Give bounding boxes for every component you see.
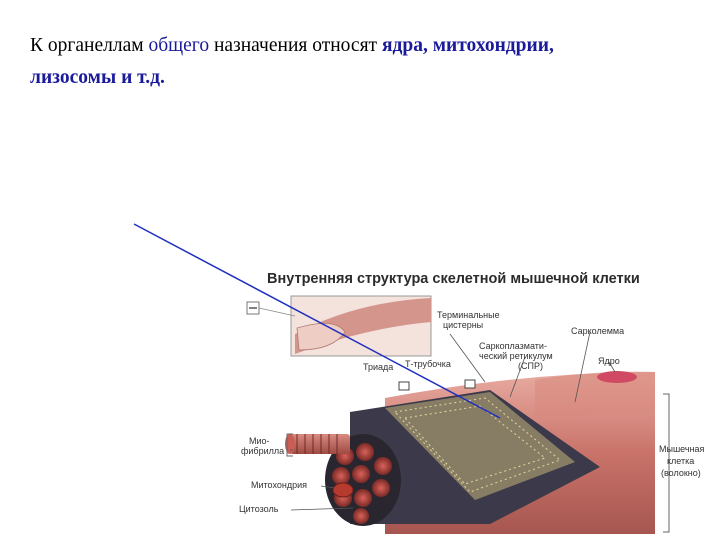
label-spr-3: (СПР) [518, 361, 543, 371]
inset-detail [246, 295, 432, 357]
label-triad: Триада [363, 362, 394, 372]
label-cytosol: Цитозоль [239, 504, 279, 514]
muscle-fiber [285, 331, 670, 534]
text-part-1: К органеллам [30, 35, 149, 56]
mitochondrion-shape [332, 482, 354, 498]
highlight-organelles-1: ядра, митохондрии, [381, 35, 554, 56]
label-t-tubule: Т-трубочка [405, 359, 451, 369]
label-muscle-cell-3: (волокно) [661, 468, 701, 478]
label-muscle-cell-2: клетка [667, 456, 695, 466]
pointer-line [133, 223, 501, 419]
nucleus-shape [597, 371, 637, 383]
text-part-2: назначения относят [209, 35, 382, 56]
label-spr-2: ческий ретикулум [479, 351, 553, 361]
label-nucleus: Ядро [598, 356, 620, 366]
figure-title: Внутренняя структура скелетной мышечной … [267, 271, 640, 287]
label-mitochondria: Митохондрия [251, 480, 307, 490]
slide-text: К органеллам общего назначения относят я… [30, 30, 700, 94]
muscle-cell-figure: Внутренняя структура скелетной мышечной … [235, 262, 720, 540]
label-myofibril-2: фибрилла [241, 446, 285, 456]
label-muscle-cell-1: Мышечная [659, 444, 705, 454]
highlight-organelles-2: лизосомы и т.д. [30, 67, 165, 88]
label-myofibril-1: Мио- [249, 436, 270, 446]
label-terminal-cisterns-1: Терминальные [437, 310, 500, 320]
label-sarcolemma: Сарколемма [571, 326, 625, 336]
highlight-general: общего [148, 35, 210, 56]
label-terminal-cisterns-2: цистерны [443, 320, 484, 330]
muscle-cell-illustration [246, 295, 670, 534]
label-spr-1: Саркоплазмати- [479, 341, 547, 351]
